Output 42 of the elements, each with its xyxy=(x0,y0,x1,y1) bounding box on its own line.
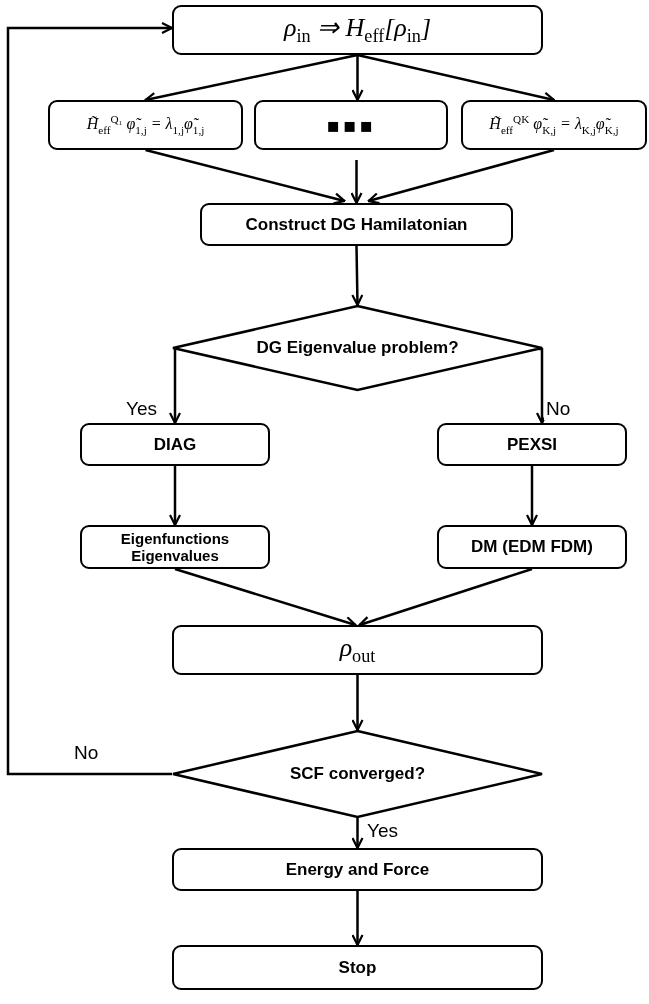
arrow xyxy=(367,148,555,205)
arrow xyxy=(358,567,533,628)
process-box xyxy=(254,100,448,150)
formula: H̃$_{eff}$$^{Q₁}$ φ̃$_{1,j}$ = λ$_{1,j}$φ̃$_{1,j}$ xyxy=(86,113,205,137)
box-label: Energy and Force xyxy=(285,859,430,880)
process-box xyxy=(461,100,647,150)
arrow xyxy=(145,148,346,205)
arrow xyxy=(351,55,364,102)
box-label: ▪▪▪ xyxy=(326,113,376,137)
formula: ρ$_{out}$ xyxy=(339,632,376,668)
process-box xyxy=(172,625,543,675)
formula: H̃$_{eff}$$^{QK}$ φ̃$_{K,j}$ = λ$_{K,j}$φ̃$_{K,j}$ xyxy=(489,113,619,137)
box-label: PEXSI xyxy=(506,434,558,455)
process-box xyxy=(48,100,243,150)
arrow xyxy=(351,675,364,732)
arrow xyxy=(174,567,357,628)
process-box xyxy=(437,423,627,466)
box-label: Stop xyxy=(338,957,377,978)
decision-diamond xyxy=(172,305,543,391)
arrow xyxy=(168,347,182,425)
arrow xyxy=(350,160,363,205)
box-label: DIAG xyxy=(153,434,197,455)
formula: ρ$_{in}$ ⇒ H$_{eff}$[ρ$_{in}$] xyxy=(283,12,432,48)
process-box xyxy=(200,203,513,246)
arrow xyxy=(168,466,182,527)
process-box xyxy=(172,848,543,891)
process-box xyxy=(80,423,270,466)
process-box xyxy=(172,5,543,55)
process-box xyxy=(80,525,270,569)
process-box xyxy=(437,525,627,569)
arrow xyxy=(351,818,364,850)
box-label: DG Eigenvalue problem? xyxy=(256,338,459,358)
arrow xyxy=(351,891,364,947)
arrow xyxy=(351,245,364,307)
arrow xyxy=(525,466,539,527)
decision-diamond xyxy=(172,730,543,818)
box-label: Construct DG Hamilatonian xyxy=(245,214,468,235)
box-label: Eigenfunctions Eigenvalues xyxy=(119,529,231,565)
box-label: SCF converged? xyxy=(289,764,426,784)
arrow xyxy=(6,21,174,776)
process-box xyxy=(172,945,543,990)
box-label: DM (EDM FDM) xyxy=(471,537,593,557)
